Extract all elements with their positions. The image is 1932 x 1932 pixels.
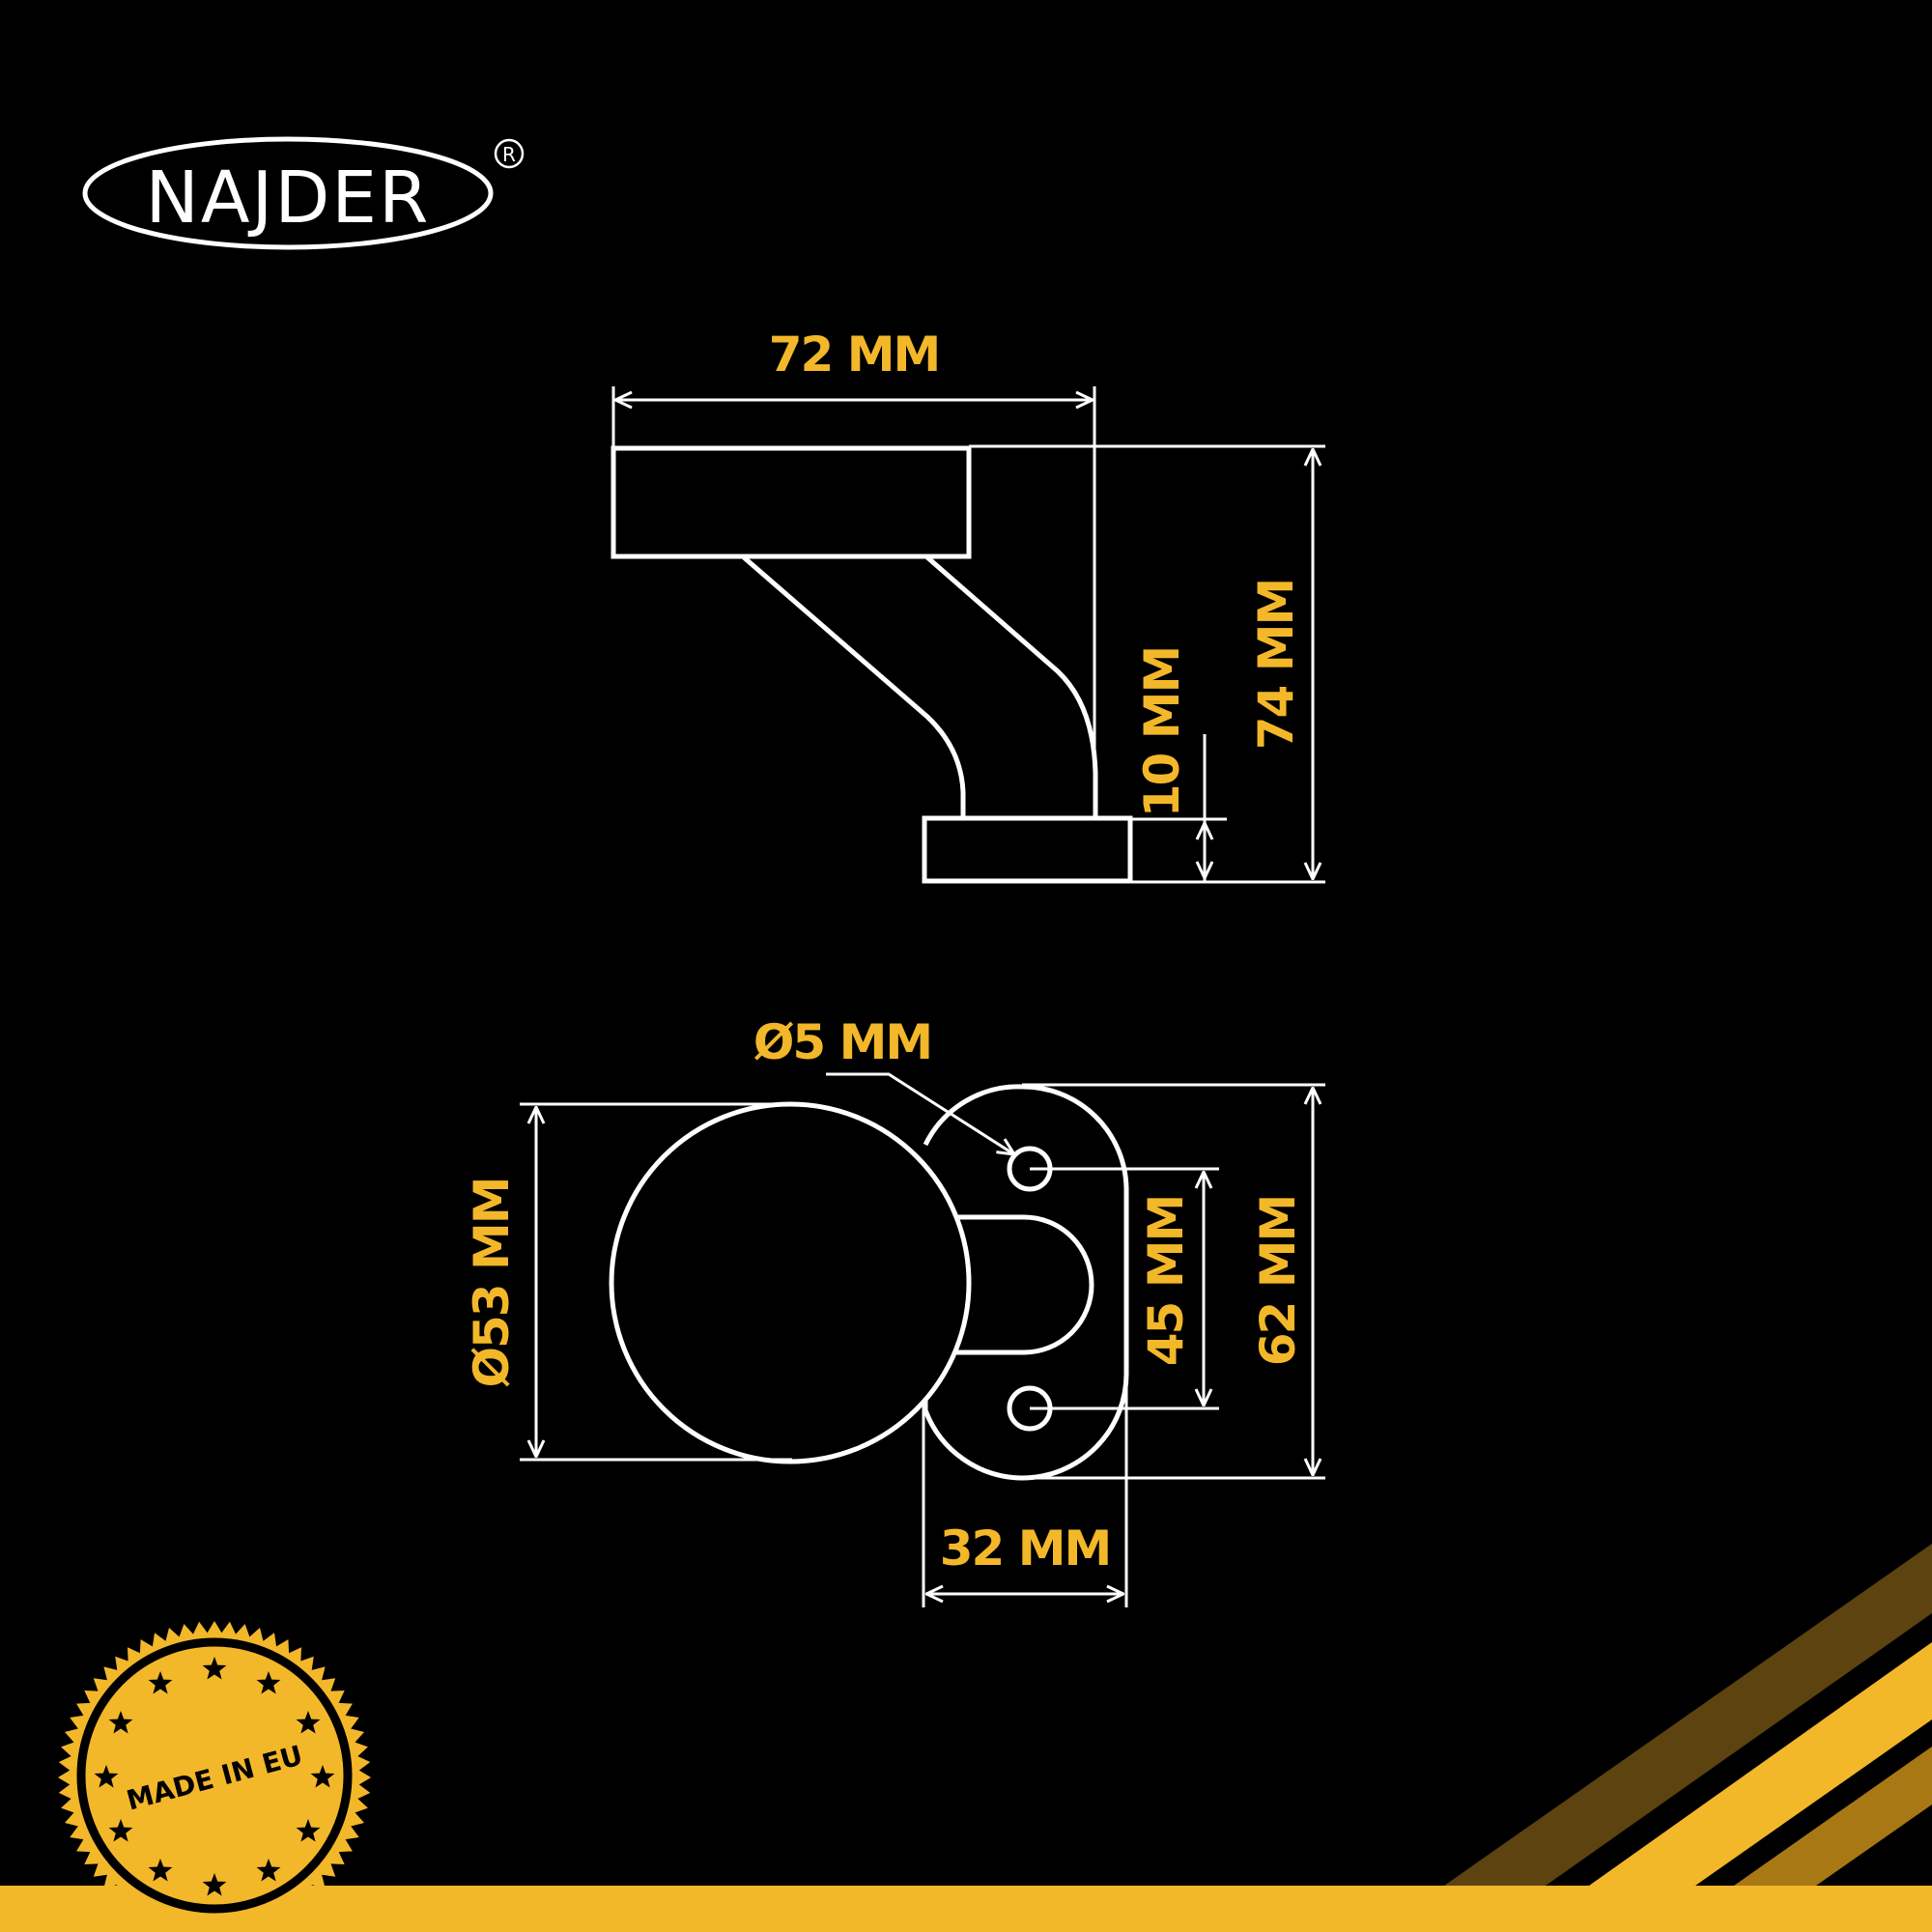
bottom-accent-bar [0,1886,1932,1932]
dimension-knob-53 [520,1102,792,1462]
star-icon [94,1765,119,1788]
label-width-32: 32 MM [940,1520,1111,1577]
top-view-plate-left-edge [923,1084,1023,1147]
label-width-72: 72 MM [769,327,940,383]
star-icon [256,1859,281,1882]
star-icon [202,1873,227,1896]
badge-burst [58,1621,371,1932]
made-in-eu-badge: MADE IN EU [58,1621,371,1932]
brand-name: NAJDER [146,156,431,240]
dimension-width-32 [922,1372,1128,1607]
top-view-neck [956,1214,1094,1355]
label-hole-5: Ø5 MM [753,1014,931,1070]
dimension-base-10 [1130,734,1227,881]
top-view-drawing [609,1084,1129,1481]
star-icon [148,1859,173,1882]
dimension-height-74 [969,444,1325,884]
side-view-arm [742,555,1098,817]
star-icon [296,1711,321,1734]
side-view-top-plate [611,445,972,559]
label-spacing-45: 45 MM [1138,1196,1194,1367]
star-icon [202,1657,227,1680]
brand-logo: NAJDER R [82,136,525,250]
registered-mark: R [494,138,525,169]
top-view-knob [609,1101,972,1464]
decorative-stripes [1444,1544,1932,1886]
side-view-drawing [611,445,1133,884]
dimension-width-72 [611,386,1096,817]
star-icon [108,1711,133,1734]
label-height-74: 74 MM [1248,580,1304,751]
star-icon [148,1671,173,1694]
label-base-10: 10 MM [1134,647,1190,818]
side-view-base-plate [922,815,1133,884]
star-icon [108,1819,133,1842]
star-icon [296,1819,321,1842]
dimension-hole-5 [826,1072,1014,1154]
label-knob-53: Ø53 MM [464,1178,520,1387]
badge-stars [94,1657,335,1896]
star-icon [310,1765,335,1788]
dimension-height-62 [1022,1083,1325,1480]
registered-mark-letter: R [502,143,516,166]
label-height-62: 62 MM [1250,1196,1306,1367]
star-icon [256,1671,281,1694]
top-view-plate [923,1084,1129,1481]
dimension-spacing-45 [1030,1167,1219,1410]
